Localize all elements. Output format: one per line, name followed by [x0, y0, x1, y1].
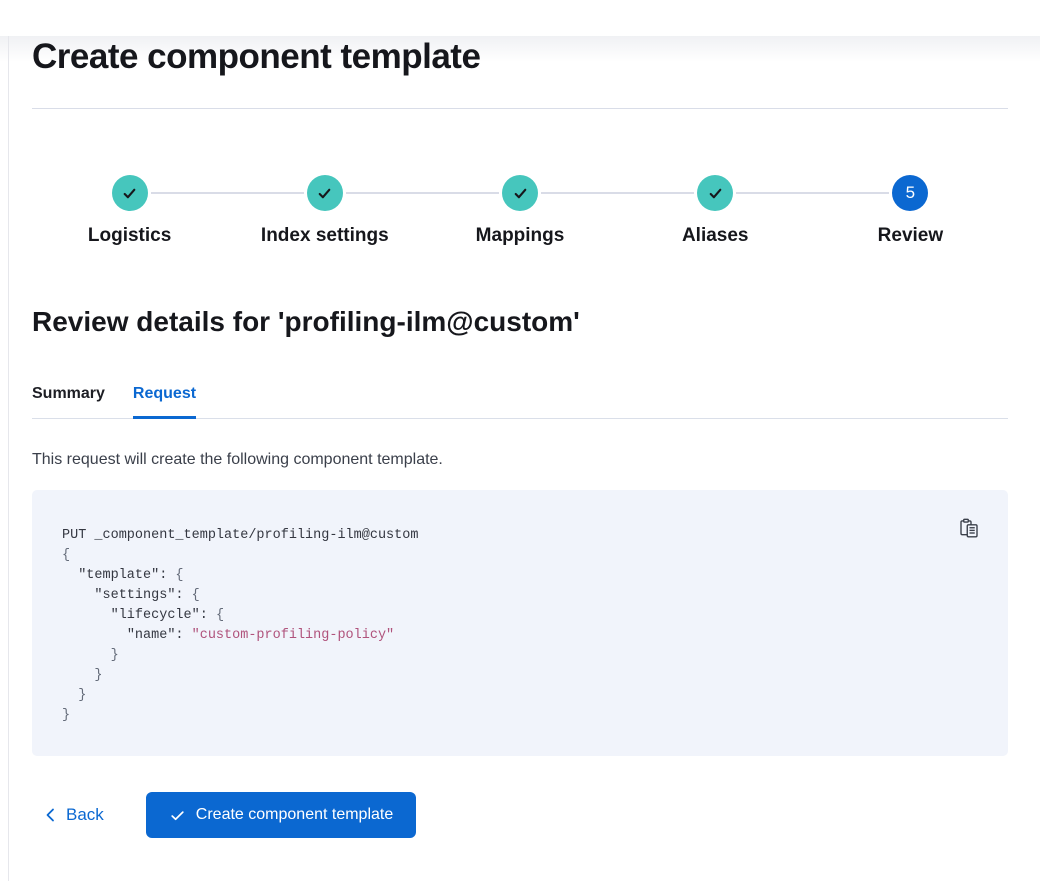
step-complete-indicator — [306, 175, 343, 211]
create-component-template-button[interactable]: Create component template — [145, 792, 417, 838]
request-code: PUT _component_template/profiling-ilm@cu… — [62, 526, 978, 726]
check-icon — [318, 188, 331, 198]
step-review[interactable]: 5 Review — [736, 175, 1008, 247]
step-label: Index settings — [260, 225, 389, 246]
check-icon — [514, 188, 526, 198]
code-line: } — [62, 668, 103, 683]
code-line: } — [62, 708, 71, 723]
copy-to-clipboard-button[interactable] — [958, 517, 980, 539]
create-button-label: Create component template — [195, 806, 394, 823]
code-line: "template": { — [78, 568, 184, 583]
check-icon — [171, 810, 184, 820]
step-label: Aliases — [681, 225, 749, 246]
check-icon — [123, 188, 136, 198]
check-icon — [709, 188, 722, 198]
step-current-indicator: 5 — [892, 175, 929, 211]
wizard-footer: Back Create component template — [32, 792, 1008, 838]
tab-request[interactable]: Request — [132, 385, 197, 419]
code-line: "name": "custom-profiling-policy" — [126, 628, 395, 643]
back-button[interactable]: Back — [32, 805, 116, 825]
review-heading: Review details for 'profiling-ilm@custom… — [32, 306, 580, 337]
copy-clipboard-icon — [960, 518, 978, 538]
create-component-template-page: Create component template Logistics Inde… — [0, 36, 1040, 838]
request-code-block: PUT _component_template/profiling-ilm@cu… — [32, 490, 1008, 756]
panel-left-border — [8, 36, 9, 881]
code-line: "lifecycle": { — [110, 608, 225, 623]
code-line: } — [62, 648, 119, 663]
review-tabs: Summary Request — [32, 385, 1008, 419]
step-label: Logistics — [87, 225, 172, 246]
code-line: PUT _component_template/profiling-ilm@cu… — [62, 528, 419, 543]
step-number: 5 — [905, 183, 916, 202]
step-label: Review — [877, 225, 944, 246]
tab-summary[interactable]: Summary — [32, 385, 105, 402]
back-label: Back — [66, 805, 104, 824]
chevron-left-icon — [46, 808, 54, 822]
request-description: This request will create the following c… — [32, 451, 443, 468]
title-divider — [32, 108, 1008, 109]
step-index-settings[interactable]: Index settings — [150, 175, 422, 247]
step-label: Mappings — [475, 225, 565, 246]
code-line: } — [62, 688, 87, 703]
step-complete-indicator — [111, 175, 148, 211]
code-line: "settings": { — [94, 588, 200, 603]
step-logistics[interactable]: Logistics — [32, 175, 227, 247]
step-complete-indicator — [697, 175, 734, 211]
page-title: Create component template — [32, 37, 481, 76]
step-aliases[interactable]: Aliases — [540, 175, 813, 247]
horizontal-stepper: Logistics Index settings Mappings Aliase… — [32, 175, 1008, 247]
code-line: { — [62, 548, 71, 563]
step-complete-indicator — [502, 175, 538, 211]
step-mappings[interactable]: Mappings — [345, 175, 617, 247]
